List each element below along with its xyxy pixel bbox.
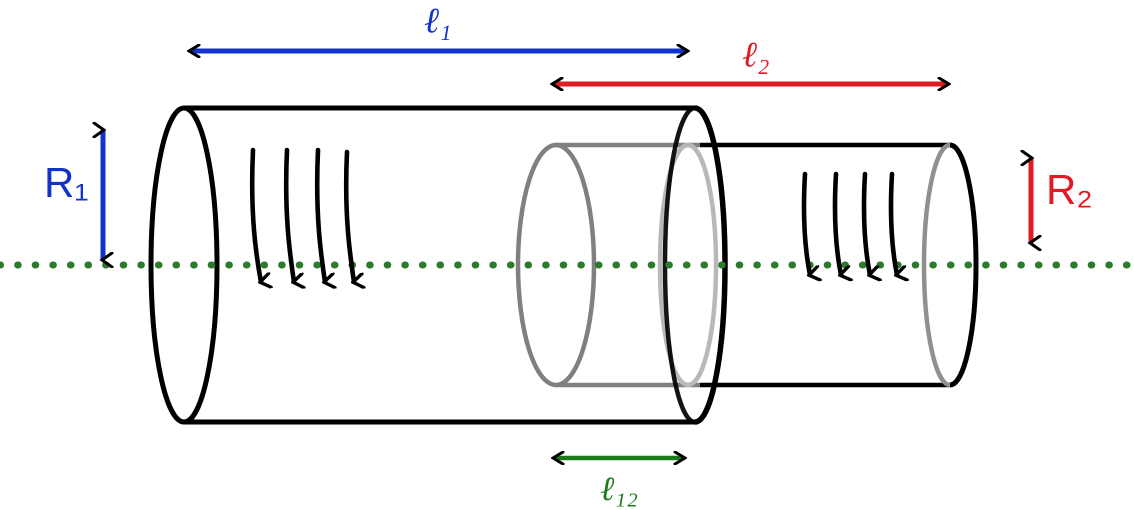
large-cylinder-right-cap-far [662,105,696,425]
field-arrow-right-4 [888,171,897,275]
small-cylinder-right-cap-far [921,142,951,388]
field-arrow-left-3 [314,147,325,282]
l12-label: ℓ₁₂ [600,471,638,508]
field-arrows-left-group [249,147,354,282]
field-arrow-right-2 [832,171,841,275]
field-arrow-left-1 [249,147,261,282]
measure-R2: R₂ [1031,158,1093,243]
small-cylinder-right-cap-near [949,142,979,388]
l2-label: ℓ₂ [742,34,770,74]
field-arrow-right-3 [861,171,870,275]
small-cylinder-exit-ellipse [657,142,719,388]
measure-l12: ℓ₁₂ [554,458,684,508]
R2-label: R₂ [1046,166,1093,213]
field-arrow-left-2 [283,147,294,282]
measure-l2: ℓ₂ [553,34,948,84]
large-cylinder-left-cap [148,105,220,425]
field-arrow-right-1 [801,171,810,275]
l1-label: ℓ₁ [424,0,452,40]
small-cylinder [700,142,979,388]
measure-R1: R₁ [44,130,103,260]
R1-label: R₁ [44,159,89,206]
measure-l1: ℓ₁ [190,0,687,51]
field-arrow-left-4 [343,149,354,282]
field-arrows-right-group [801,171,897,275]
